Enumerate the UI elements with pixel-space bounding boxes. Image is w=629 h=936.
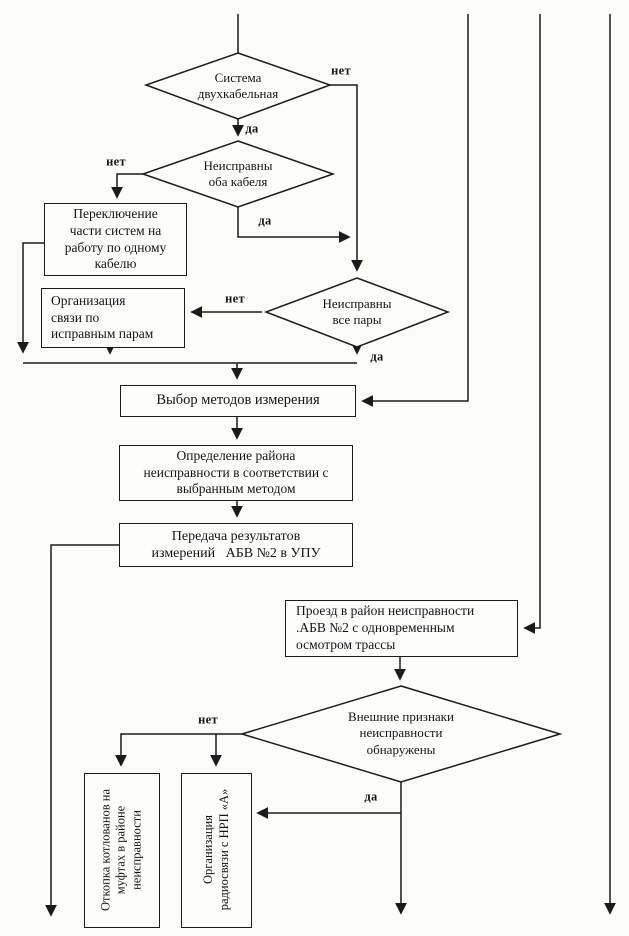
process-send-results: Передача результатов измерений АБВ №2 в … xyxy=(119,523,353,567)
process-send-results-label: Передача результатов измерений АБВ №2 в … xyxy=(151,528,321,561)
process-travel-area-label: Проезд в район неисправности .АБВ №2 с о… xyxy=(296,603,475,652)
edge-label-no-system: нет xyxy=(331,63,351,78)
process-locate-area-label: Определение района неисправности в соотв… xyxy=(143,447,329,497)
edge-label-yes-both-cables: да xyxy=(258,213,272,228)
process-dig-pits: Откопка котлованов на муфтах в районе не… xyxy=(84,773,160,928)
process-organize-comm-label: Организация связи по исправным парам xyxy=(51,292,154,342)
decision-both-cables-faulty-shape xyxy=(140,140,336,208)
process-switch-systems-label: Переключение части систем на работу по о… xyxy=(64,206,167,272)
process-switch-systems: Переключение части систем на работу по о… xyxy=(44,203,187,276)
decision-external-signs-shape xyxy=(239,685,563,783)
process-locate-area: Определение района неисправности в соотв… xyxy=(119,445,353,501)
edge-label-no-external: нет xyxy=(198,712,218,727)
process-travel-area: Проезд в район неисправности .АБВ №2 с о… xyxy=(285,600,518,657)
edge-label-no-both-cables: нет xyxy=(106,154,126,169)
process-choose-method: Выбор методов измерения xyxy=(120,385,356,417)
process-choose-method-label: Выбор методов измерения xyxy=(156,392,320,409)
process-organize-comm: Организация связи по исправным парам xyxy=(41,288,185,348)
process-dig-pits-label: Откопка котлованов на муфтах в районе не… xyxy=(98,788,144,912)
edge-label-yes-external: да xyxy=(364,789,378,804)
decision-all-pairs-faulty-shape xyxy=(263,277,451,348)
process-radio-comm: Организация радиосвязи с НРП «А» xyxy=(181,773,252,928)
edge-label-yes-system: да xyxy=(245,121,259,136)
decision-system-two-cable-shape xyxy=(143,52,333,120)
edge-label-yes-all-pairs: да xyxy=(370,349,384,364)
process-radio-comm-label: Организация радиосвязи с НРП «А» xyxy=(201,788,231,911)
edge-label-no-all-pairs: нет xyxy=(225,291,245,306)
